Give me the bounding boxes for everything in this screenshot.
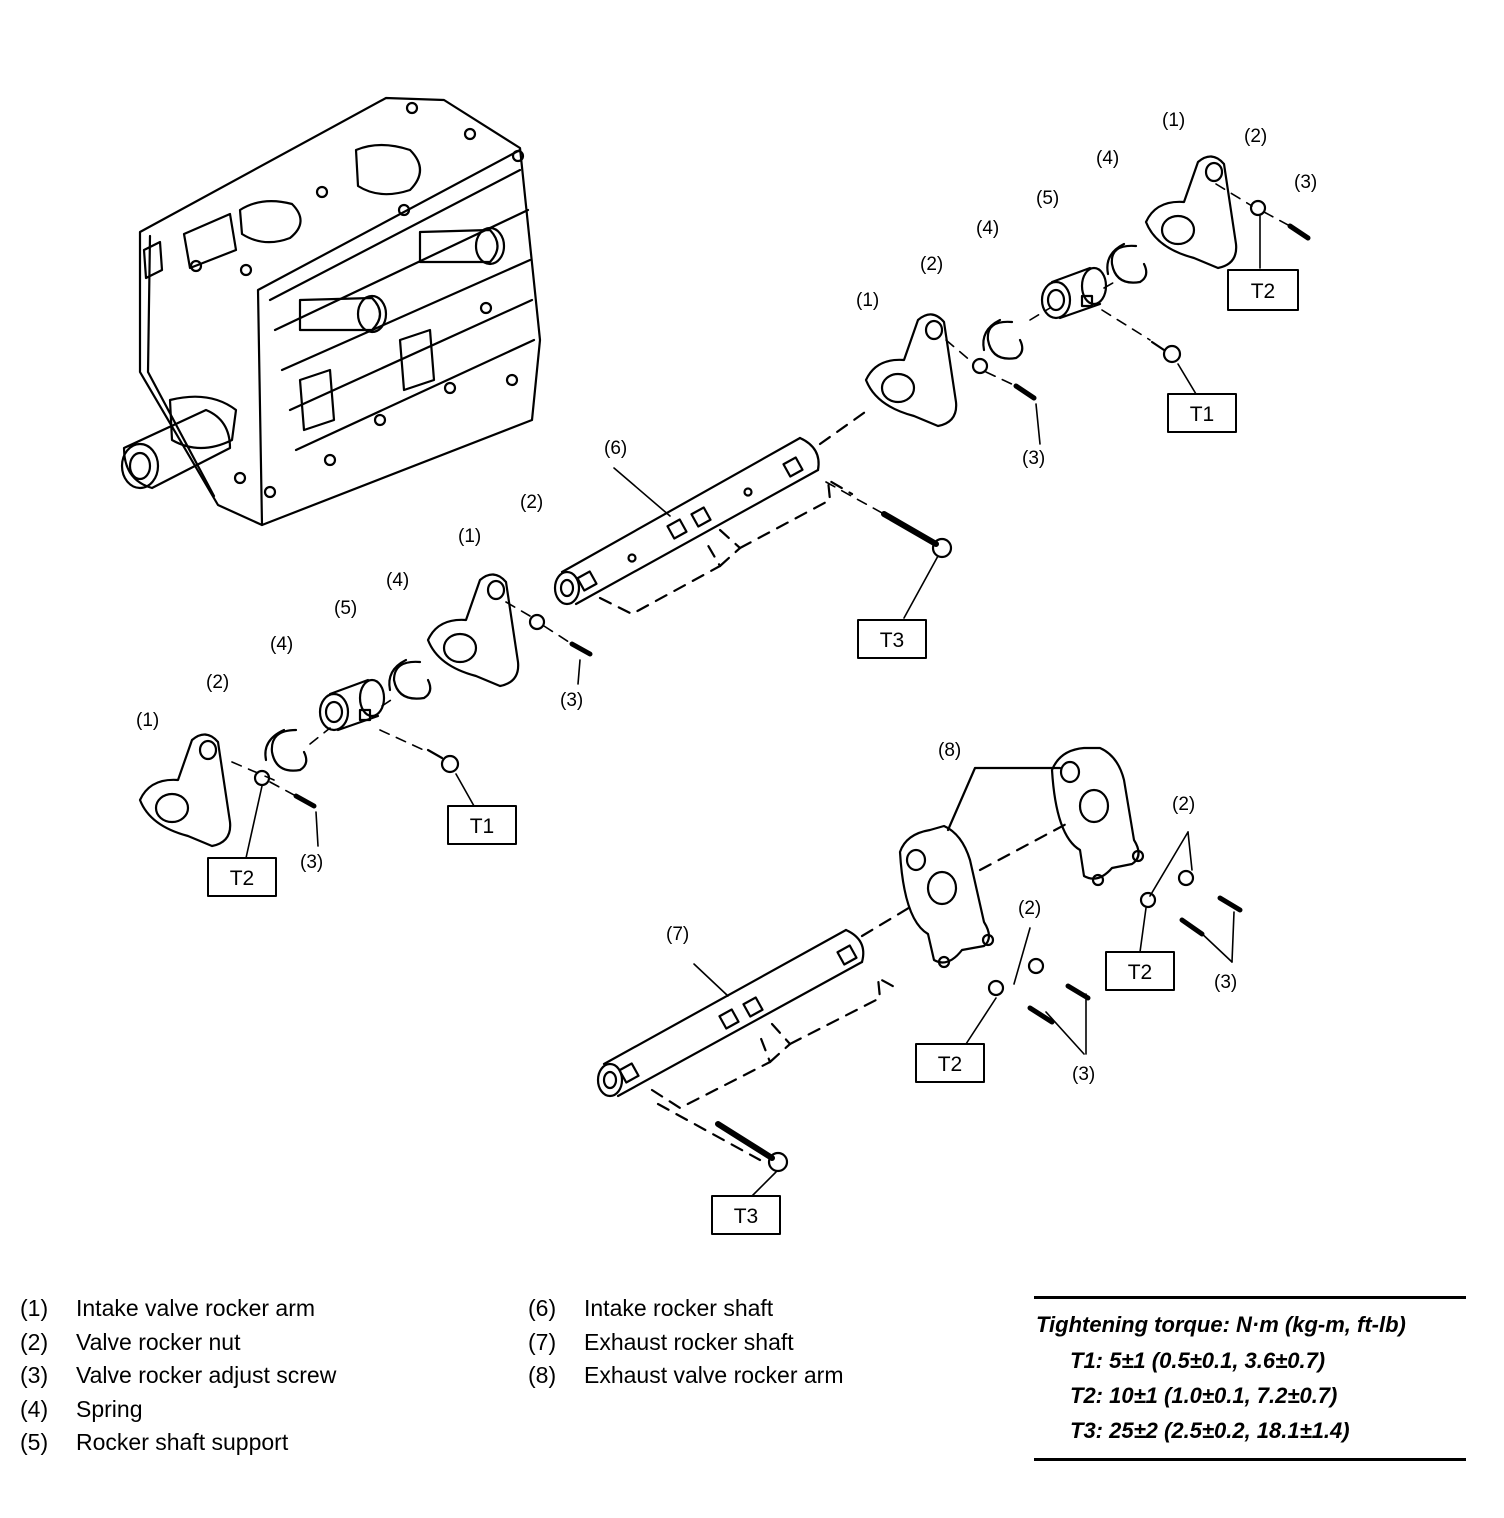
tightening-torque-table: Tightening torque: N·m (kg-m, ft-lb) T1:… bbox=[1034, 1296, 1466, 1461]
label-intake-rocker-arm: (1) bbox=[458, 526, 481, 547]
torque-box-t3: T3 bbox=[711, 1195, 781, 1235]
exhaust-rocker-arm bbox=[898, 824, 995, 969]
label-exhaust-rocker-arm: (8) bbox=[938, 740, 961, 761]
valve-rocker-nut bbox=[1027, 957, 1045, 975]
exhaust-shaft-leader-lines bbox=[650, 820, 1072, 1162]
label-adjust-screw: (3) bbox=[300, 852, 323, 873]
legend-item: (5)Rocker shaft support bbox=[20, 1429, 289, 1455]
torque-item-t3: T3: 25±2 (2.5±0.2, 18.1±1.4) bbox=[1070, 1418, 1350, 1443]
torque-box-t2: T2 bbox=[915, 1043, 985, 1083]
label-valve-rocker-nut: (2) bbox=[520, 492, 543, 513]
rocker-shaft-support bbox=[318, 678, 386, 732]
valve-rocker-nut bbox=[528, 613, 546, 631]
legend-item: (3)Valve rocker adjust screw bbox=[20, 1362, 337, 1388]
legend-item: (4)Spring bbox=[20, 1395, 143, 1422]
spring bbox=[982, 318, 1024, 360]
exploded-view-diagram: (1) (2) (4) (3) (5) (4) (1) (2) (3) (6) … bbox=[120, 96, 1317, 1235]
svg-text:T2: T2 bbox=[938, 1053, 963, 1076]
exhaust-rocker-arm bbox=[1050, 746, 1145, 887]
parts-legend-right: (6)Intake rocker shaft (7)Exhaust rocker… bbox=[528, 1292, 843, 1393]
label-valve-rocker-nut: (2) bbox=[1172, 794, 1195, 815]
torque-item-t1: T1: 5±1 (0.5±0.1, 3.6±0.7) bbox=[1070, 1348, 1326, 1373]
svg-text:T1: T1 bbox=[1190, 403, 1215, 426]
label-adjust-screw: (3) bbox=[1294, 172, 1317, 193]
torque-box-t2: T2 bbox=[1227, 269, 1299, 311]
rocker-shaft-bolt bbox=[715, 511, 953, 1173]
svg-text:T2: T2 bbox=[1251, 280, 1276, 303]
svg-text:T3: T3 bbox=[734, 1205, 759, 1228]
spring bbox=[1106, 242, 1148, 284]
label-intake-rocker-arm: (1) bbox=[1162, 110, 1185, 131]
rocker-shaft-support bbox=[1040, 266, 1108, 320]
exhaust-rocker-shaft bbox=[596, 928, 865, 1098]
label-adjust-screw: (3) bbox=[560, 690, 583, 711]
label-intake-rocker-arm: (1) bbox=[856, 290, 879, 311]
exhaust-arm-label-link bbox=[946, 766, 1062, 832]
label-exhaust-rocker-shaft: (7) bbox=[666, 924, 689, 945]
legend-item: (6)Intake rocker shaft bbox=[528, 1295, 774, 1321]
spring bbox=[264, 728, 308, 772]
assembly-lines bbox=[231, 183, 1291, 797]
valve-rocker-nut bbox=[1249, 199, 1267, 217]
valve-rocker-nut bbox=[1177, 869, 1195, 887]
parts-legend-left: (1)Intake valve rocker arm (2)Valve rock… bbox=[20, 1292, 336, 1460]
torque-title: Tightening torque: N·m (kg-m, ft-lb) bbox=[1036, 1312, 1406, 1337]
torque-box-t3: T3 bbox=[857, 619, 927, 659]
intake-rocker-shaft bbox=[553, 436, 820, 606]
intake-rocker-arm bbox=[426, 573, 520, 688]
label-valve-rocker-nut: (2) bbox=[1018, 898, 1041, 919]
torque-item-t2: T2: 10±1 (1.0±0.1, 7.2±0.7) bbox=[1070, 1383, 1338, 1408]
valve-rocker-nut bbox=[1139, 891, 1157, 909]
label-intake-rocker-arm: (1) bbox=[136, 710, 159, 731]
valve-rocker-nut bbox=[971, 357, 989, 375]
intake-rocker-arm bbox=[1144, 155, 1238, 270]
svg-text:T2: T2 bbox=[1128, 961, 1153, 984]
label-valve-rocker-nut: (2) bbox=[1244, 126, 1267, 147]
label-spring: (4) bbox=[976, 218, 999, 239]
label-adjust-screw: (3) bbox=[1214, 972, 1237, 993]
spring bbox=[388, 658, 432, 700]
label-valve-rocker-nut: (2) bbox=[920, 254, 943, 275]
torque-box-t2: T2 bbox=[207, 857, 277, 897]
legend-item: (1)Intake valve rocker arm bbox=[20, 1295, 316, 1321]
label-rocker-shaft-support: (5) bbox=[1036, 188, 1059, 209]
label-spring: (4) bbox=[386, 570, 409, 591]
intake-rocker-arm bbox=[864, 313, 958, 428]
label-spring: (4) bbox=[270, 634, 293, 655]
torque-box-t1: T1 bbox=[447, 805, 517, 845]
svg-text:T1: T1 bbox=[470, 815, 495, 838]
valve-rocker-nut bbox=[987, 979, 1005, 997]
label-rocker-shaft-support: (5) bbox=[334, 598, 357, 619]
label-adjust-screw: (3) bbox=[1072, 1064, 1095, 1085]
legend-item: (8)Exhaust valve rocker arm bbox=[528, 1362, 844, 1388]
intake-rocker-arm bbox=[138, 733, 232, 848]
legend-item: (7)Exhaust rocker shaft bbox=[528, 1328, 794, 1355]
svg-text:T3: T3 bbox=[880, 629, 905, 652]
shaft-support-bolt bbox=[426, 340, 1182, 774]
label-intake-rocker-shaft: (6) bbox=[604, 438, 627, 459]
label-leader-lines bbox=[245, 215, 1261, 1197]
cylinder-head-illustration bbox=[120, 96, 542, 527]
label-spring: (4) bbox=[1096, 148, 1119, 169]
legend-item: (2)Valve rocker nut bbox=[20, 1328, 241, 1355]
svg-text:T2: T2 bbox=[230, 867, 255, 890]
intake-shaft-leader-lines bbox=[598, 408, 870, 616]
torque-box-t2: T2 bbox=[1105, 951, 1175, 991]
label-valve-rocker-nut: (2) bbox=[206, 672, 229, 693]
torque-box-t1: T1 bbox=[1167, 393, 1237, 433]
label-adjust-screw: (3) bbox=[1022, 448, 1045, 469]
